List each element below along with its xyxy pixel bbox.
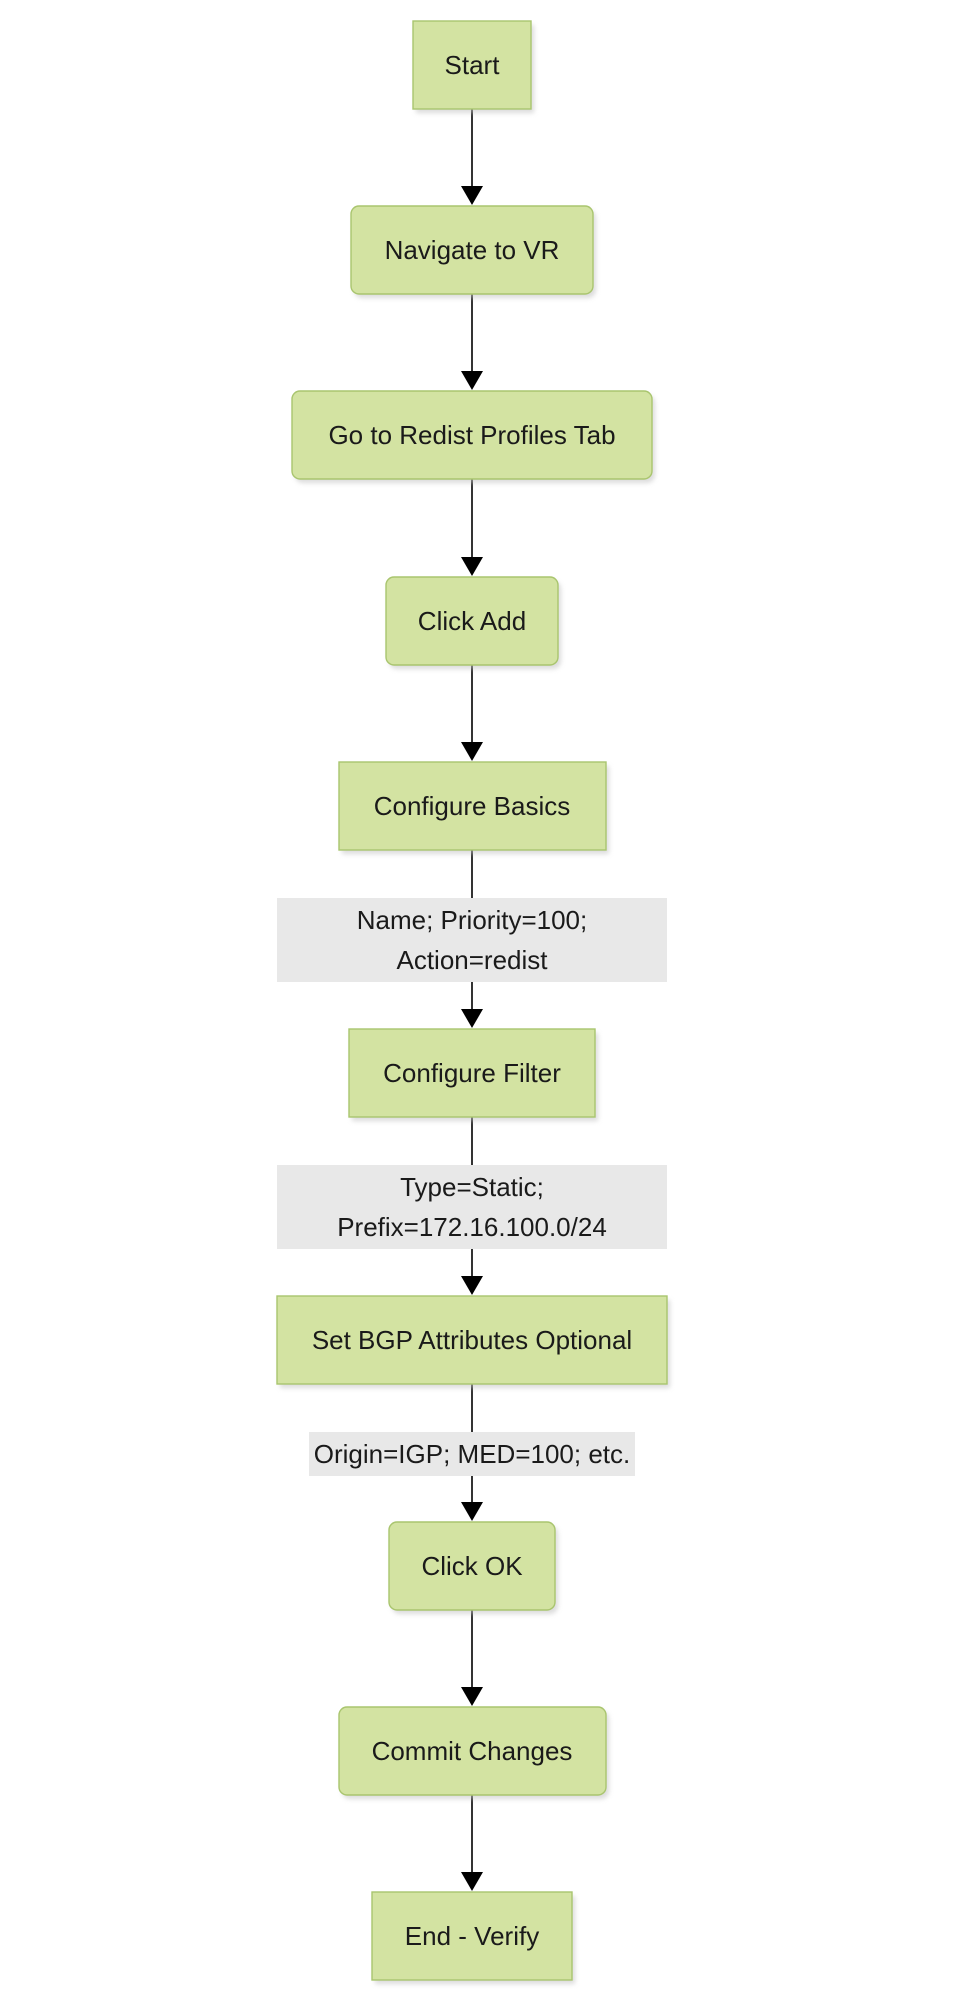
edge-label: Type=Static; Prefix=172.16.100.0/24 (277, 1165, 667, 1249)
edge-label-text: Name; Priority=100; (357, 905, 587, 935)
node-basics: Configure Basics (338, 761, 609, 854)
edge-navigate-to-redist-tab (461, 294, 483, 390)
node-label: Configure Filter (383, 1058, 561, 1088)
node-box (371, 1891, 573, 1981)
edge-click-add-to-basics (461, 665, 483, 761)
node-box (412, 20, 532, 110)
node-click-add: Click Add (385, 576, 561, 669)
node-end: End - Verify (371, 1891, 575, 1984)
node-label: Configure Basics (374, 791, 571, 821)
arrowhead (461, 186, 483, 205)
edge-commit-to-end (461, 1795, 483, 1891)
arrowhead (461, 371, 483, 390)
node-label: Set BGP Attributes Optional (312, 1325, 632, 1355)
node-commit: Commit Changes (338, 1706, 609, 1799)
edge-label: Origin=IGP; MED=100; etc. (309, 1432, 635, 1476)
node-redist-tab: Go to Redist Profiles Tab (291, 390, 655, 483)
edge-label-background (277, 898, 667, 982)
node-filter: Configure Filter (348, 1028, 598, 1121)
arrowhead (461, 1009, 483, 1028)
node-box (338, 1706, 607, 1796)
node-label: Click Add (418, 606, 526, 636)
node-label: Start (445, 50, 501, 80)
node-box (348, 1028, 596, 1118)
node-label: Commit Changes (372, 1736, 573, 1766)
node-click-ok: Click OK (388, 1521, 558, 1614)
node-bgp: Set BGP Attributes Optional (276, 1295, 670, 1388)
edge-label-text: Action=redist (396, 945, 548, 975)
edges-layer (461, 109, 483, 1891)
node-label: Navigate to VR (385, 235, 560, 265)
edge-label: Name; Priority=100; Action=redist (277, 898, 667, 982)
arrowhead (461, 742, 483, 761)
node-label: End - Verify (405, 1921, 539, 1951)
node-box (385, 576, 559, 666)
arrowhead (461, 1502, 483, 1521)
edge-start-to-navigate (461, 109, 483, 205)
edge-redist-tab-to-click-add (461, 479, 483, 576)
node-box (388, 1521, 556, 1611)
node-start: Start (412, 20, 534, 113)
edge-labels-layer: Name; Priority=100; Action=redistType=Sta… (277, 898, 667, 1476)
node-navigate: Navigate to VR (350, 205, 596, 298)
edge-label-background (309, 1432, 635, 1476)
arrowhead (461, 1687, 483, 1706)
edge-click-ok-to-commit (461, 1610, 483, 1706)
node-box (276, 1295, 668, 1385)
node-box (338, 761, 607, 851)
arrowhead (461, 1276, 483, 1295)
edge-label-text: Origin=IGP; MED=100; etc. (314, 1439, 630, 1469)
node-box (350, 205, 594, 295)
node-label: Go to Redist Profiles Tab (328, 420, 615, 450)
edge-label-text: Prefix=172.16.100.0/24 (337, 1212, 607, 1242)
node-label: Click OK (421, 1551, 523, 1581)
arrowhead (461, 557, 483, 576)
edge-label-text: Type=Static; (400, 1172, 544, 1202)
node-box (291, 390, 653, 480)
arrowhead (461, 1872, 483, 1891)
edge-label-background (277, 1165, 667, 1249)
